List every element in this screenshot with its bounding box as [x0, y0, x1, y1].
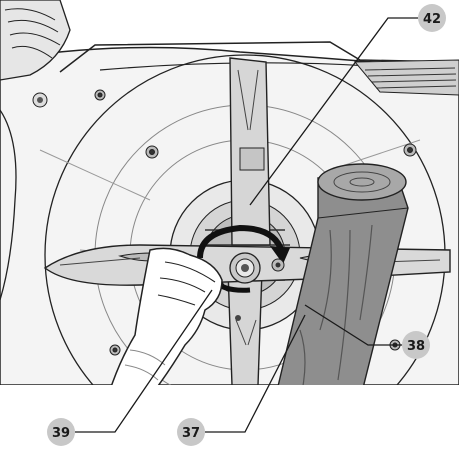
callout-39: 39 [47, 418, 75, 446]
svg-text:42: 42 [423, 12, 441, 27]
blade-bolt [229, 252, 285, 284]
gloved-hand [108, 247, 223, 385]
callout-37: 37 [177, 418, 205, 446]
callout-38: 38 [402, 331, 430, 359]
svg-text:39: 39 [52, 426, 70, 441]
cutting-blade-vertical [227, 57, 271, 385]
svg-text:37: 37 [182, 426, 200, 441]
svg-text:38: 38 [407, 339, 425, 354]
engine-housing [0, 0, 71, 301]
side-grille [353, 59, 459, 96]
deck-rim [59, 41, 459, 73]
callout-42: 42 [418, 4, 446, 32]
wooden-block [269, 163, 409, 385]
callout-leaders [75, 17, 418, 433]
